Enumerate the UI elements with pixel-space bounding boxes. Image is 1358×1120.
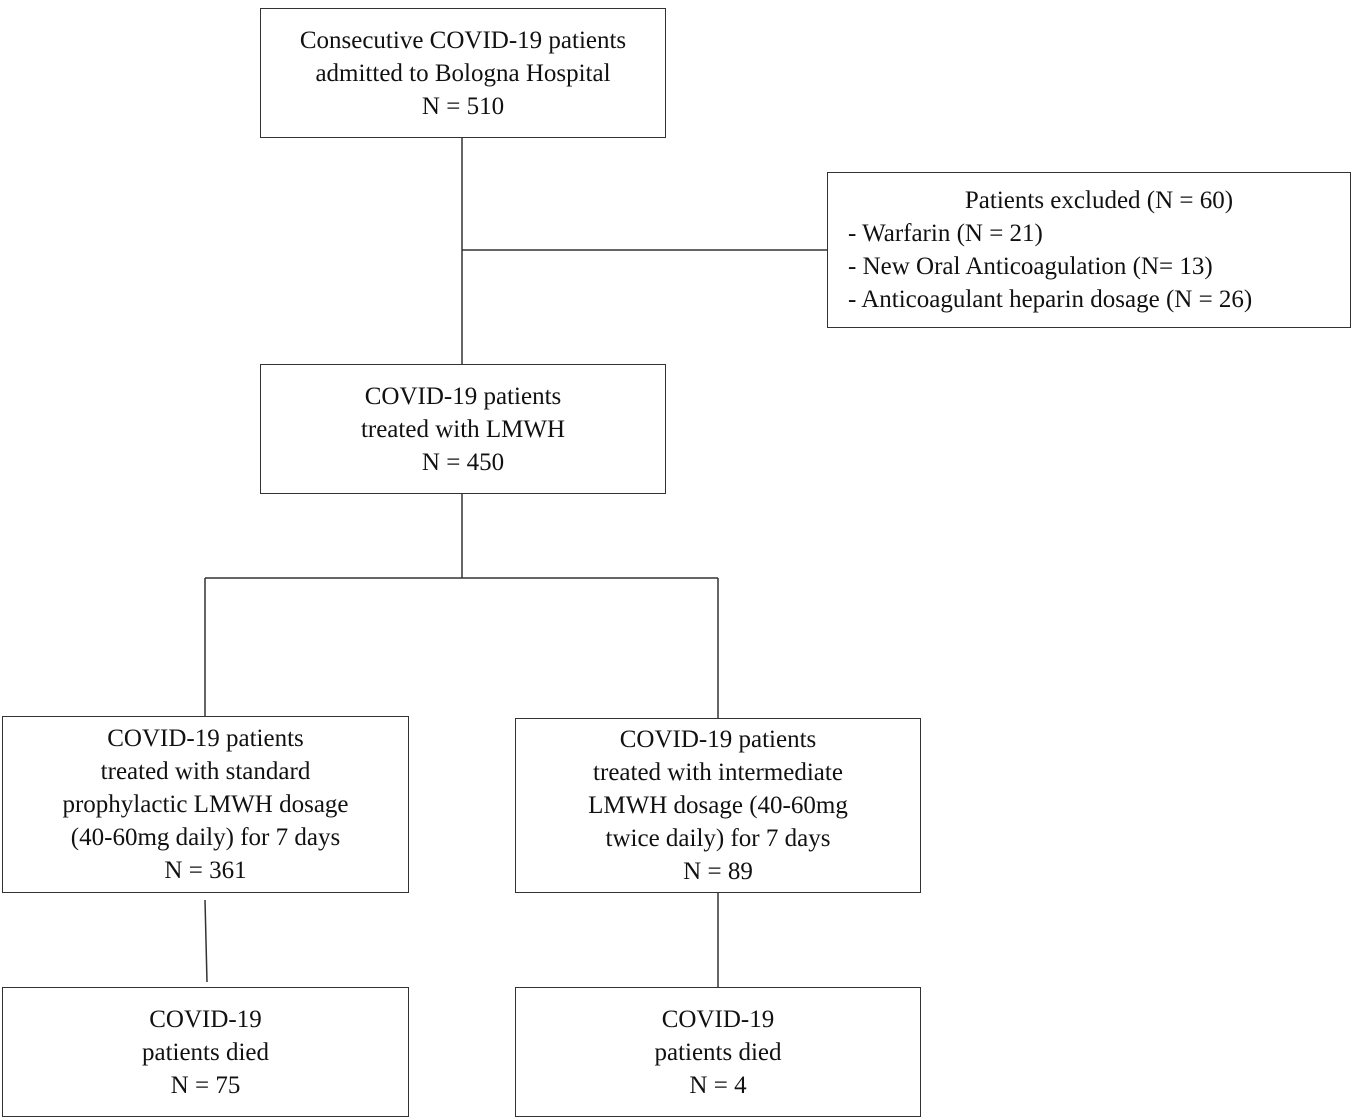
node-intermediate-line-1: COVID-19 patients [619,726,817,753]
node-lmwh-line-3: N = 450 [421,448,505,476]
node-died-standard-line-2: patients died [141,1038,270,1066]
node-standard-line-2: treated with standard [100,758,311,785]
node-excluded-item-3: - Anticoagulant heparin dosage (N = 26) [848,286,1253,313]
node-intermediate-line-5: N = 89 [683,858,753,885]
node-lmwh-line-1: COVID-19 patients [364,382,562,410]
node-excluded: Patients excluded (N = 60) - Warfarin (N… [827,172,1351,328]
node-intermediate: COVID-19 patients treated with intermedi… [515,718,921,893]
node-died-standard-line-3: N = 75 [170,1071,241,1099]
node-start: Consecutive COVID-19 patients admitted t… [260,8,666,138]
node-died-intermediate: COVID-19 patients died N = 4 [515,987,921,1117]
node-excluded-item-2: - New Oral Anticoagulation (N= 13) [848,253,1213,280]
connector-standard-to-died [204,899,208,983]
node-died-intermediate-line-3: N = 4 [689,1071,747,1099]
node-excluded-title: Patients excluded (N = 60) [964,187,1234,214]
node-died-standard: COVID-19 patients died N = 75 [2,987,409,1117]
node-standard-line-3: prophylactic LMWH dosage [62,791,349,818]
node-excluded-item-1: - Warfarin (N = 21) [848,220,1043,247]
node-intermediate-line-2: treated with intermediate [593,759,843,786]
node-standard-line-5: N = 361 [164,857,247,884]
node-start-line-3: N = 510 [421,92,505,120]
node-standard-line-4: (40-60mg daily) for 7 days [70,824,341,851]
node-standard-line-1: COVID-19 patients [107,725,304,752]
node-start-line-1: Consecutive COVID-19 patients [299,26,627,54]
node-died-standard-line-1: COVID-19 [149,1005,262,1033]
node-died-intermediate-line-1: COVID-19 [661,1005,775,1033]
node-lmwh-line-2: treated with LMWH [360,415,566,443]
node-start-line-2: admitted to Bologna Hospital [315,59,611,87]
node-died-intermediate-line-2: patients died [654,1038,782,1066]
node-lmwh: COVID-19 patients treated with LMWH N = … [260,364,666,494]
node-intermediate-line-4: twice daily) for 7 days [605,825,831,852]
node-intermediate-line-3: LMWH dosage (40-60mg [588,792,848,819]
node-standard: COVID-19 patients treated with standard … [2,716,409,893]
